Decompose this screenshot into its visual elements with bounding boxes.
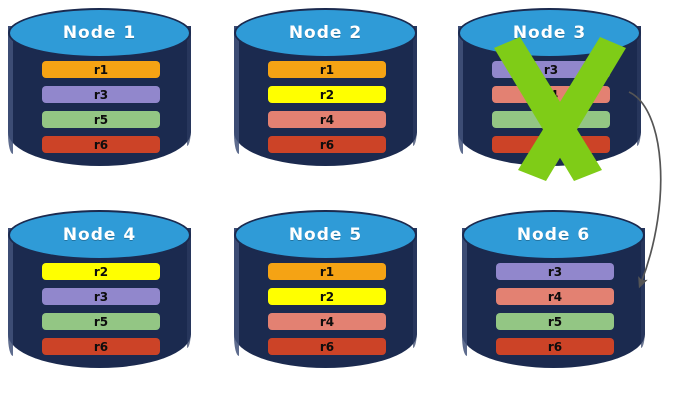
record-label: r3 (93, 87, 109, 102)
node-6[interactable]: Node 6 r3 r4 r5 r6 (456, 206, 651, 384)
record-label: r4 (547, 289, 563, 304)
record-bar[interactable]: r3 (496, 263, 614, 280)
record-bar[interactable]: r2 (268, 288, 386, 305)
record-label: r6 (543, 137, 559, 152)
record-bar[interactable]: r6 (492, 136, 610, 153)
record-label: r4 (319, 112, 335, 127)
record-bar[interactable]: r2 (42, 263, 160, 280)
record-label: r6 (319, 137, 335, 152)
node-1[interactable]: Node 1 r1 r3 r5 r6 (2, 4, 197, 182)
node-1-records: r1 r3 r5 r6 (42, 61, 160, 161)
record-bar[interactable]: r5 (42, 111, 160, 128)
record-bar[interactable]: r4 (268, 313, 386, 330)
record-label: r2 (319, 87, 335, 102)
record-bar[interactable]: r1 (42, 61, 160, 78)
record-bar[interactable]: r6 (268, 338, 386, 355)
record-bar[interactable]: r4 (492, 86, 610, 103)
node-3[interactable]: Node 3 r3 r4 r5 r6 (452, 4, 647, 182)
node-4-top: Node 4 (8, 210, 191, 260)
record-label: r5 (543, 112, 559, 127)
record-label: r6 (93, 339, 109, 354)
record-label: r3 (543, 62, 559, 77)
node-2-top: Node 2 (234, 8, 417, 58)
record-bar[interactable]: r2 (268, 86, 386, 103)
record-label: r1 (319, 264, 335, 279)
record-bar[interactable]: r6 (268, 136, 386, 153)
node-2-label: Node 2 (288, 23, 363, 43)
node-5[interactable]: Node 5 r1 r2 r4 r6 (228, 206, 423, 384)
record-label: r5 (93, 112, 109, 127)
node-1-label: Node 1 (62, 23, 137, 43)
record-label: r2 (319, 289, 335, 304)
record-bar[interactable]: r4 (268, 111, 386, 128)
record-label: r3 (93, 289, 109, 304)
node-2[interactable]: Node 2 r1 r2 r4 r6 (228, 4, 423, 182)
record-label: r4 (543, 87, 559, 102)
record-bar[interactable]: r3 (492, 61, 610, 78)
record-bar[interactable]: r1 (268, 263, 386, 280)
record-label: r1 (319, 62, 335, 77)
node-3-label: Node 3 (512, 23, 587, 43)
record-bar[interactable]: r6 (42, 136, 160, 153)
record-label: r5 (93, 314, 109, 329)
node-5-top: Node 5 (234, 210, 417, 260)
node-6-top: Node 6 (462, 210, 645, 260)
node-5-records: r1 r2 r4 r6 (268, 263, 386, 363)
node-2-records: r1 r2 r4 r6 (268, 61, 386, 161)
record-label: r6 (93, 137, 109, 152)
record-bar[interactable]: r5 (42, 313, 160, 330)
record-label: r2 (93, 264, 109, 279)
node-6-records: r3 r4 r5 r6 (496, 263, 614, 363)
node-3-top: Node 3 (458, 8, 641, 58)
record-bar[interactable]: r6 (496, 338, 614, 355)
record-bar[interactable]: r3 (42, 86, 160, 103)
record-bar[interactable]: r5 (496, 313, 614, 330)
record-label: r6 (547, 339, 563, 354)
node-5-label: Node 5 (288, 225, 363, 245)
record-label: r4 (319, 314, 335, 329)
record-label: r3 (547, 264, 563, 279)
record-label: r1 (93, 62, 109, 77)
record-bar[interactable]: r4 (496, 288, 614, 305)
record-bar[interactable]: r6 (42, 338, 160, 355)
node-4-label: Node 4 (62, 225, 137, 245)
node-4[interactable]: Node 4 r2 r3 r5 r6 (2, 206, 197, 384)
node-6-label: Node 6 (516, 225, 591, 245)
record-bar[interactable]: r1 (268, 61, 386, 78)
record-bar[interactable]: r3 (42, 288, 160, 305)
node-1-top: Node 1 (8, 8, 191, 58)
record-bar[interactable]: r5 (492, 111, 610, 128)
node-4-records: r2 r3 r5 r6 (42, 263, 160, 363)
record-label: r5 (547, 314, 563, 329)
node-3-records: r3 r4 r5 r6 (492, 61, 610, 161)
record-label: r6 (319, 339, 335, 354)
